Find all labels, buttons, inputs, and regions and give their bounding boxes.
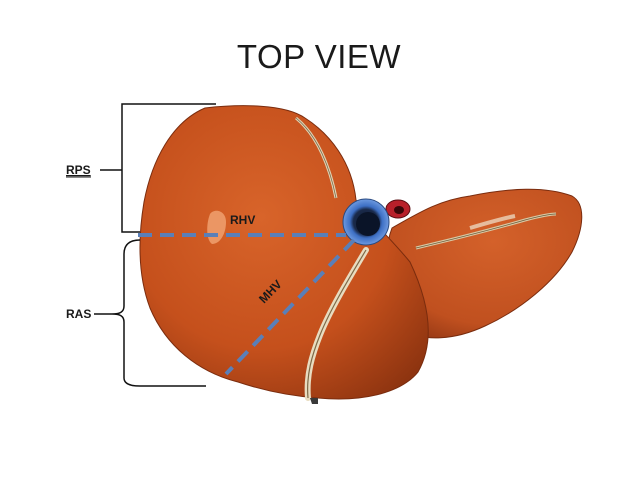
ras-label: RAS [66,307,91,321]
rps-label: RPS [66,163,91,177]
mhv-dashed-line [224,238,356,376]
slide-title: TOP VIEW [236,38,402,75]
right-lobe [139,105,429,400]
ras-bracket [111,239,206,387]
rhv-label: RHV [230,213,255,227]
rps-bracket [121,103,216,233]
